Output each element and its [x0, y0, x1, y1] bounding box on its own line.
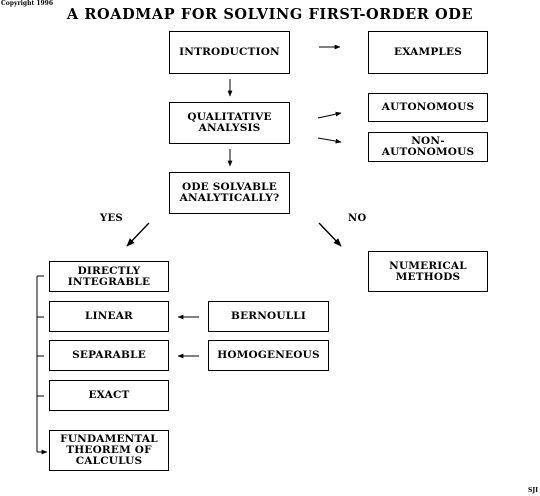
diagram-title: A ROADMAP FOR SOLVING FIRST-ORDER ODE — [66, 6, 474, 23]
arrow-qualitative-to-autonomous — [317, 111, 342, 119]
linear-box: LINEAR — [49, 301, 169, 332]
exact-box: EXACT — [49, 380, 169, 411]
autonomous-box: AUTONOMOUS — [368, 93, 488, 122]
author-initials: SJI — [528, 487, 538, 494]
homogeneous-label: HOMOGENEOUS — [217, 349, 320, 361]
ode-solvable-label: ODE SOLVABLE ANALYTICALLY? — [179, 181, 280, 204]
arrow-yes-branch — [126, 222, 150, 247]
introduction-label: INTRODUCTION — [179, 46, 280, 58]
no-label: NO — [348, 213, 367, 224]
examples-label: EXAMPLES — [393, 46, 462, 58]
arrow-no-branch — [318, 222, 342, 247]
ode-solvable-box: ODE SOLVABLE ANALYTICALLY? — [169, 172, 290, 214]
arrow-qualitative-to-non-autonomous — [317, 137, 342, 144]
examples-box: EXAMPLES — [368, 31, 488, 74]
numerical-methods-label: NUMERICAL METHODS — [389, 259, 467, 283]
homogeneous-box: HOMOGENEOUS — [208, 340, 329, 371]
linear-label: LINEAR — [85, 310, 133, 322]
directly-integrable-box: DIRECTLY INTEGRABLE — [49, 261, 169, 292]
bernoulli-label: BERNOULLI — [231, 310, 306, 322]
separable-label: SEPARABLE — [72, 349, 146, 361]
fundamental-theorem-label: FUNDAMENTAL THEOREM OF CALCULUS — [60, 433, 158, 467]
fundamental-theorem-box: FUNDAMENTAL THEOREM OF CALCULUS — [49, 430, 169, 471]
separable-box: SEPARABLE — [49, 340, 169, 371]
autonomous-label: AUTONOMOUS — [381, 101, 475, 113]
qualitative-analysis-label: QUALITATIVE ANALYSIS — [187, 111, 272, 134]
non-autonomous-label: NON- AUTONOMOUS — [381, 135, 475, 158]
copyright-notice: Copyright 1996 — [1, 0, 54, 7]
numerical-methods-box: NUMERICAL METHODS — [368, 251, 488, 292]
yes-label: YES — [100, 213, 123, 224]
bernoulli-box: BERNOULLI — [208, 301, 329, 332]
qualitative-analysis-box: QUALITATIVE ANALYSIS — [169, 102, 290, 144]
directly-integrable-label: DIRECTLY INTEGRABLE — [67, 264, 151, 288]
exact-label: EXACT — [88, 389, 130, 401]
non-autonomous-box: NON- AUTONOMOUS — [368, 132, 488, 162]
introduction-box: INTRODUCTION — [169, 31, 290, 74]
